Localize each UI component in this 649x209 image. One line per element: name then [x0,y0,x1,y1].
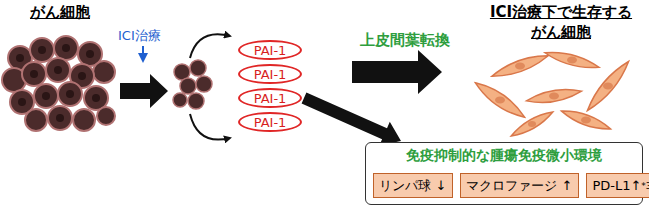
footnote-mark: *3 [641,181,649,191]
finding-box: マクロファージ ↑ [460,173,579,198]
block-arrow [352,50,442,94]
ici-arrow [142,46,144,58]
pai1-oval: PAI-1 [238,88,302,108]
mesenchymal-cells [472,48,633,140]
small-cell-cluster [173,60,212,109]
pai1-oval: PAI-1 [238,112,302,132]
finding-box: リンパ球 ↓ [373,173,453,198]
finding-box: PD-L1↑*3 [586,173,649,198]
box-text: 免疫抑制的な腫瘍免疫微小環境 [366,147,642,165]
environment-box: 免疫抑制的な腫瘍免疫微小環境リンパ球 ↓マクロファージ ↑PD-L1↑*3 [365,142,643,205]
box-text: PD-L1↑ [592,178,641,193]
box-text: マクロファージ ↑ [466,177,572,195]
curved-arrow [190,114,230,140]
box-text: リンパ球 ↓ [379,177,446,195]
heading-label: がん細胞 [30,3,90,22]
block-arrow [120,74,168,108]
treatment-label: ICI治療 [118,27,161,45]
pai1-oval: PAI-1 [238,40,302,60]
box-text: PAI-1 [254,67,287,82]
box-text: PAI-1 [254,43,287,58]
pai1-oval: PAI-1 [238,64,302,84]
heading-label: ICI治療下で生存する がん細胞 [478,2,644,42]
block-arrow [302,93,401,146]
box-text: PAI-1 [254,115,287,130]
curved-arrow [190,34,230,58]
box-text: PAI-1 [254,91,287,106]
cancer-cell-cluster [2,36,115,131]
process-label: 上皮間葉転換 [360,31,450,50]
